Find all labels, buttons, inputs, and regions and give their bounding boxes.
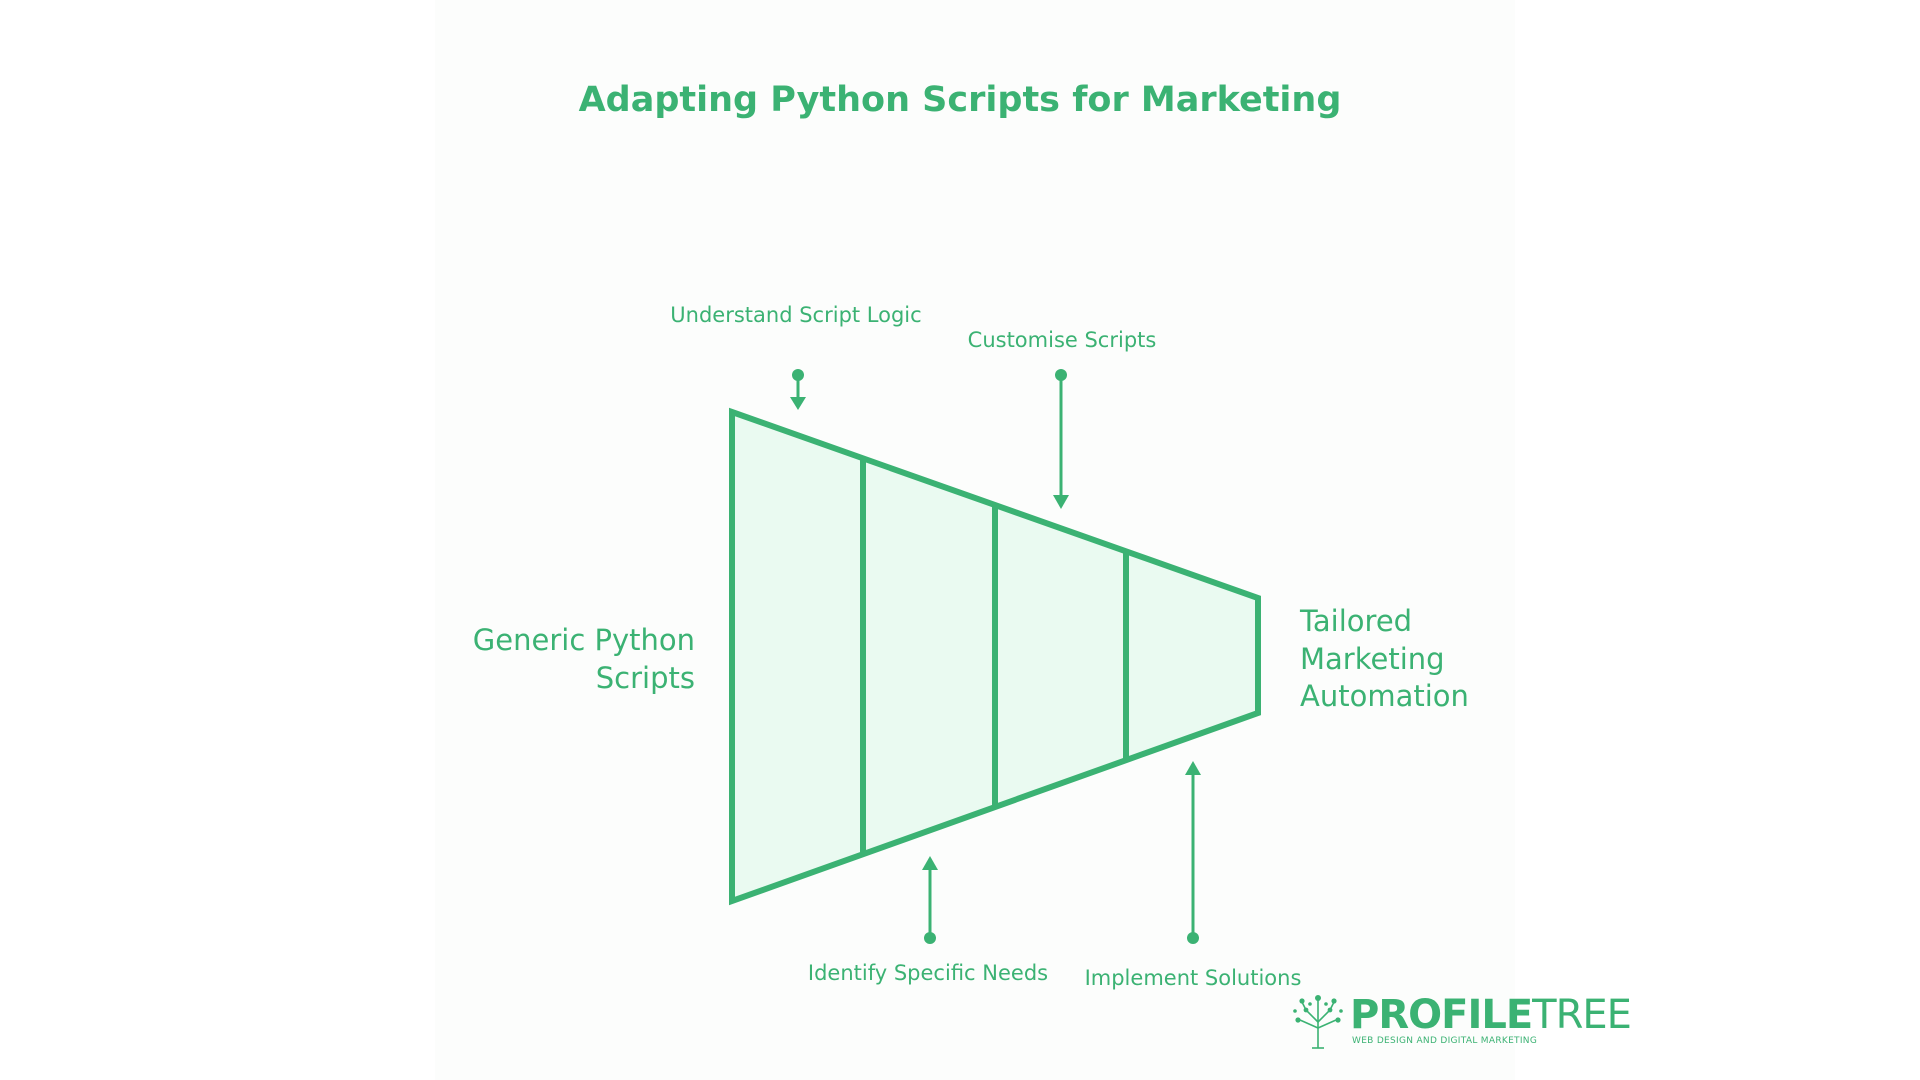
step-pointer-understand xyxy=(790,369,806,410)
step-label-customise: Customise Scripts xyxy=(967,328,1157,352)
output-label: Tailored Marketing Automation xyxy=(1300,604,1469,714)
step-label-identify: Identify Specific Needs xyxy=(807,961,1049,985)
step-label-implement: Implement Solutions xyxy=(1084,966,1302,990)
logo-tagline: WEB DESIGN AND DIGITAL MARKETING xyxy=(1352,1036,1538,1046)
profiletree-logo: PROFILETREE WEB DESIGN AND DIGITAL MARKE… xyxy=(1292,992,1632,1052)
logo-wordmark: PROFILETREE xyxy=(1350,992,1632,1038)
step-pointer-identify xyxy=(922,856,938,944)
tree-icon xyxy=(1293,995,1343,1049)
step-pointer-implement xyxy=(1185,761,1201,944)
input-label: Generic Python Scripts xyxy=(472,623,695,695)
step-pointer-customise xyxy=(1053,369,1069,509)
step-label-understand: Understand Script Logic xyxy=(670,303,922,327)
page-title: Adapting Python Scripts for Marketing xyxy=(578,80,1342,120)
